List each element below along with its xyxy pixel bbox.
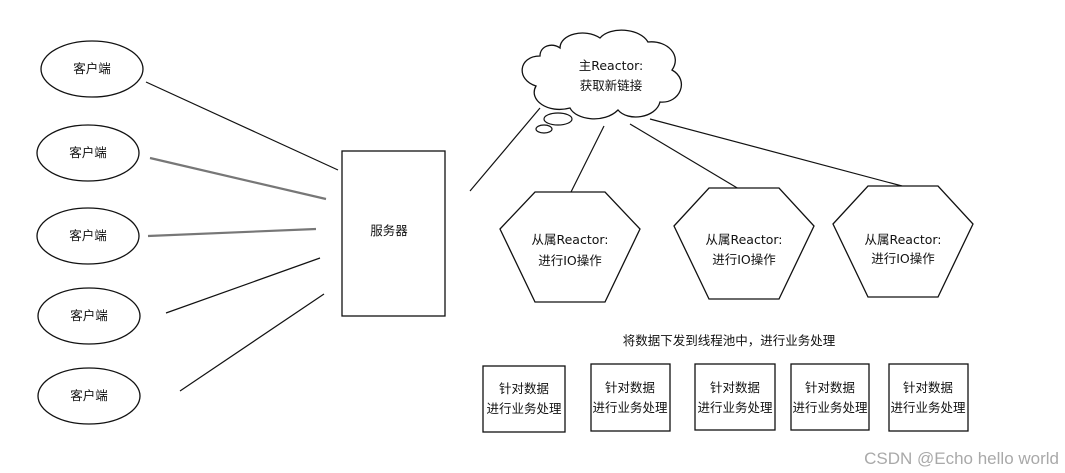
client-label: 客户端 bbox=[70, 388, 108, 403]
worker-desc: 进行业务处理 bbox=[890, 400, 966, 415]
connector-client-4 bbox=[165, 257, 321, 314]
client-server-connectors bbox=[145, 81, 339, 392]
main-reactor-title: 主Reactor: bbox=[579, 58, 644, 73]
clients: 客户端 客户端 客户端 客户端 客户端 bbox=[36, 40, 144, 425]
thread-pool-note: 将数据下发到线程池中，进行业务处理 bbox=[623, 333, 836, 348]
worker-node: 针对数据 进行业务处理 bbox=[694, 363, 776, 431]
client-node: 客户端 bbox=[36, 207, 140, 265]
worker-title: 针对数据 bbox=[903, 380, 953, 395]
sub-reactor-desc: 进行IO操作 bbox=[538, 253, 602, 268]
worker-desc: 进行业务处理 bbox=[486, 401, 562, 416]
watermark: CSDN @Echo hello world bbox=[864, 449, 1059, 468]
sub-reactor-desc: 进行IO操作 bbox=[712, 252, 776, 267]
connector-client-5 bbox=[179, 293, 325, 392]
connector-client-2 bbox=[149, 156, 327, 201]
main-reactor-cloud: 主Reactor: 获取新链接 bbox=[521, 29, 682, 134]
worker-node: 针对数据 进行业务处理 bbox=[888, 363, 969, 432]
main-sub-connectors bbox=[569, 118, 903, 195]
connector-main-sub-3 bbox=[649, 118, 903, 187]
connector-main-sub-2 bbox=[629, 123, 745, 193]
cloud-bubble-large bbox=[543, 112, 573, 126]
client-node: 客户端 bbox=[36, 124, 140, 182]
client-label: 客户端 bbox=[69, 228, 107, 243]
connector-client-3 bbox=[147, 227, 317, 238]
sub-reactor-node: 从属Reactor: 进行IO操作 bbox=[499, 191, 641, 303]
sub-reactor-title: 从属Reactor: bbox=[864, 232, 941, 247]
connector-client-1 bbox=[145, 81, 339, 171]
connector-server-main-reactor bbox=[469, 107, 541, 192]
worker-desc: 进行业务处理 bbox=[697, 400, 773, 415]
worker-title: 针对数据 bbox=[710, 380, 760, 395]
sub-reactor-node: 从属Reactor: 进行IO操作 bbox=[673, 187, 815, 300]
client-label: 客户端 bbox=[70, 308, 108, 323]
client-node: 客户端 bbox=[37, 367, 141, 425]
worker-node: 针对数据 进行业务处理 bbox=[790, 363, 870, 431]
worker-title: 针对数据 bbox=[499, 381, 549, 396]
sub-reactors: 从属Reactor: 进行IO操作 从属Reactor: 进行IO操作 从属Re… bbox=[499, 185, 974, 303]
workers: 针对数据 进行业务处理 针对数据 进行业务处理 针对数据 进行业务处理 针对数据… bbox=[482, 363, 969, 433]
sub-reactor-title: 从属Reactor: bbox=[705, 232, 782, 247]
client-node: 客户端 bbox=[40, 40, 144, 98]
sub-reactor-desc: 进行IO操作 bbox=[871, 251, 935, 266]
worker-node: 针对数据 进行业务处理 bbox=[482, 365, 566, 433]
connector-main-sub-1 bbox=[569, 125, 605, 195]
cloud-bubble-small bbox=[535, 124, 553, 134]
server-node: 服务器 bbox=[341, 150, 446, 317]
client-label: 客户端 bbox=[73, 61, 111, 76]
worker-node: 针对数据 进行业务处理 bbox=[590, 363, 671, 432]
sub-reactor-node: 从属Reactor: 进行IO操作 bbox=[832, 185, 974, 298]
cloud-shape bbox=[521, 29, 682, 120]
worker-title: 针对数据 bbox=[605, 380, 655, 395]
worker-title: 针对数据 bbox=[805, 380, 855, 395]
main-reactor-desc: 获取新链接 bbox=[580, 78, 643, 93]
worker-desc: 进行业务处理 bbox=[792, 400, 868, 415]
client-label: 客户端 bbox=[69, 145, 107, 160]
server-label: 服务器 bbox=[370, 223, 408, 238]
worker-desc: 进行业务处理 bbox=[592, 400, 668, 415]
client-node: 客户端 bbox=[37, 287, 141, 345]
sub-reactor-title: 从属Reactor: bbox=[531, 232, 608, 247]
